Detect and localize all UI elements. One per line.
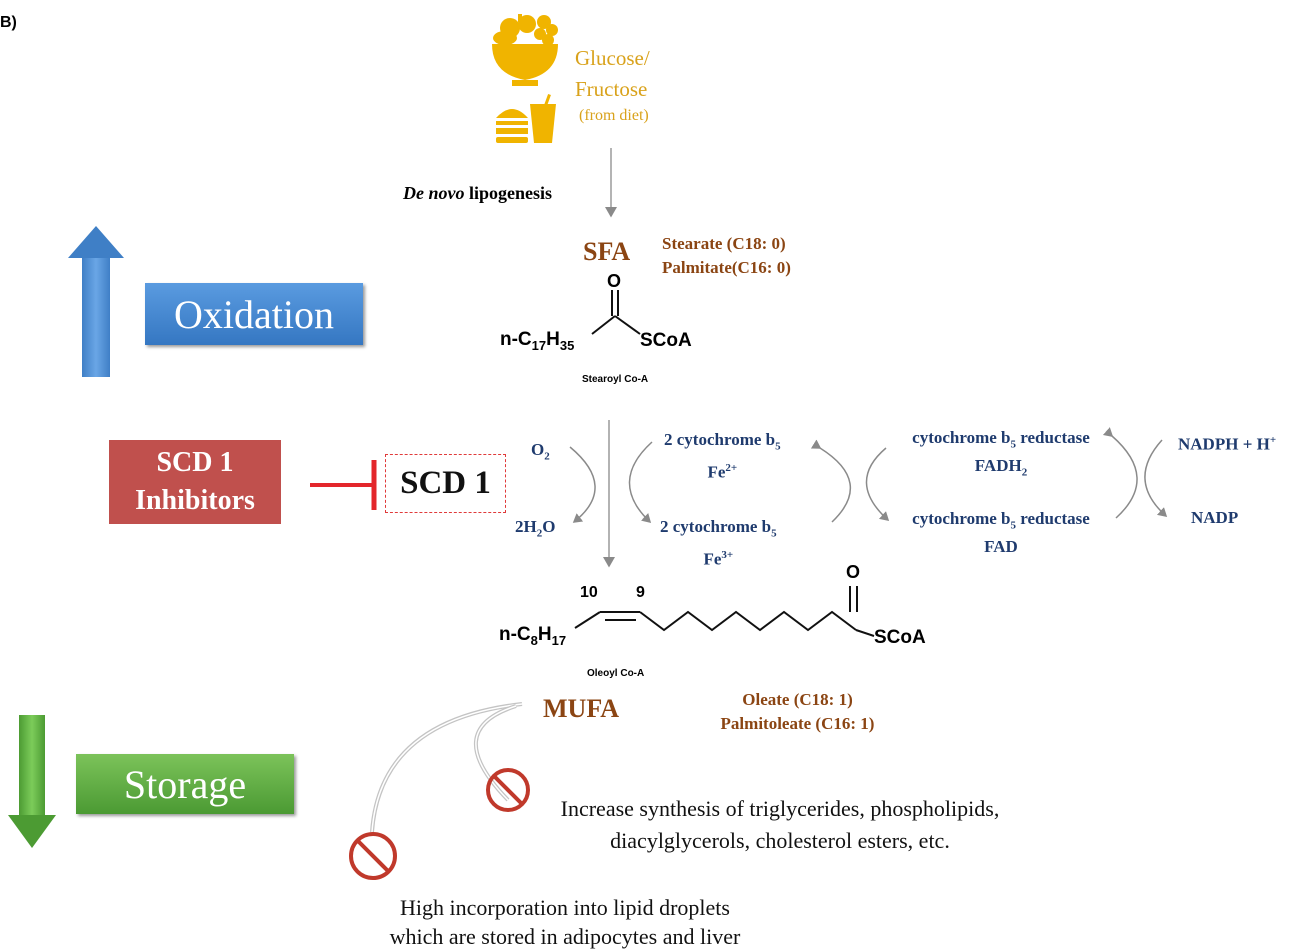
inhibitors-line1: SCD 1 — [156, 447, 234, 478]
stearoyl-scoa: SCoA — [640, 330, 692, 351]
outcome2-line2: which are stored in adipocytes and liver — [389, 924, 741, 949]
nadph-sup: + — [1269, 434, 1277, 446]
prohibited-icon — [349, 832, 397, 880]
fe2-text: Fe — [707, 463, 726, 483]
outcome-synthesis: Increase synthesis of triglycerides, pho… — [530, 793, 1030, 857]
o2-sub: 2 — [544, 450, 550, 463]
food-basket-icon — [492, 14, 558, 86]
sfa-example: Stearate (C18: 0) — [662, 234, 786, 253]
stearoyl-structure — [591, 290, 641, 335]
reductase-fad: cytochrome b5 reductase FAD — [889, 508, 1113, 558]
stearoyl-chain-sub2: 35 — [559, 337, 575, 353]
stearoyl-chain: n-C17H35 — [500, 329, 574, 353]
oleoyl-structure — [574, 586, 875, 637]
mufa-example: Palmitoleate (C16: 1) — [720, 714, 875, 733]
nadph-label: NADPH + H+ — [1178, 434, 1276, 455]
outcome1-line2: diacylglycerols, cholesterol esters, etc… — [610, 828, 950, 853]
h2o-sub: 2 — [536, 527, 543, 540]
nadph-text: NADPH + H — [1178, 434, 1270, 454]
red-bot-post: reductase — [1016, 509, 1090, 528]
fe3-sup: 3+ — [721, 549, 734, 562]
cyt-fe3-sub: 5 — [771, 527, 777, 540]
o2-text: O — [531, 440, 545, 459]
outcome-droplets: High incorporation into lipid droplets w… — [330, 893, 800, 951]
dnl-italic: De novo — [403, 183, 465, 203]
h2o-post: O — [542, 517, 556, 536]
h2o-pre: 2H — [515, 517, 537, 536]
dnl-rest: lipogenesis — [464, 183, 553, 203]
dnl-label: De novo lipogenesis — [403, 183, 552, 204]
cyt-fe2-text: 2 cytochrome b — [664, 430, 776, 449]
mufa-examples: Oleate (C18: 1) Palmitoleate (C16: 1) — [700, 688, 895, 736]
fad-text: FAD — [984, 537, 1018, 557]
stearoyl-chain-h: H — [546, 329, 560, 350]
red-bot-text: cytochrome b — [912, 509, 1011, 528]
oleoyl-chain-h: H — [537, 624, 552, 645]
diet-label: Glucose/ Fructose (from diet) — [575, 43, 650, 127]
fe2-sup: 2+ — [725, 462, 738, 475]
cyt-fe3-text: 2 cytochrome b — [660, 517, 772, 536]
storage-box: Storage — [76, 754, 294, 814]
oleoyl-scoa: SCoA — [874, 627, 926, 648]
red-top-text: cytochrome b — [912, 428, 1011, 447]
inhibition-symbol — [310, 460, 377, 510]
oleoyl-oxygen: O — [846, 562, 861, 582]
red-bot-sub: 5 — [1010, 519, 1017, 532]
prohibited-icon — [486, 768, 530, 812]
diet-line2: Fructose — [575, 77, 648, 101]
diet-line3: (from diet) — [579, 107, 649, 124]
nadp-label: NADP — [1191, 508, 1239, 527]
oleoyl-name: Oleoyl Co-A — [587, 668, 645, 679]
carbon-10-label: 10 — [580, 584, 598, 601]
sfa-label: SFA — [583, 237, 631, 266]
carbon-9-label: 9 — [636, 584, 645, 601]
storage-down-arrow — [8, 715, 56, 848]
oxidation-label: Oxidation — [174, 291, 334, 337]
oleoyl-chain: n-C8H17 — [499, 624, 566, 648]
mufa-example: Oleate (C18: 1) — [742, 690, 853, 709]
fadh2-text: FADH — [974, 456, 1022, 476]
oxidation-up-arrow — [68, 226, 124, 377]
h2o-label: 2H2O — [515, 517, 555, 539]
red-top-post: reductase — [1016, 428, 1090, 447]
stearoyl-name: Stearoyl Co-A — [582, 374, 649, 385]
sfa-examples: Stearate (C18: 0) Palmitate(C16: 0) — [662, 232, 791, 280]
sfa-example: Palmitate(C16: 0) — [662, 258, 791, 277]
scd1-label: SCD 1 — [400, 465, 491, 501]
diet-line1: Glucose/ — [575, 46, 650, 70]
cytochrome-fe3: 2 cytochrome b5 Fe3+ — [660, 516, 777, 571]
oleoyl-chain-sub1: 8 — [530, 632, 538, 648]
panel-label: B) — [0, 14, 17, 31]
fe3-text: Fe — [703, 550, 722, 570]
oleoyl-chain-c: n-C — [499, 624, 531, 645]
inhibitors-line2: Inhibitors — [135, 485, 255, 516]
cyt-fe2-sub: 5 — [775, 440, 781, 453]
red-top-sub: 5 — [1010, 438, 1017, 451]
stearoyl-chain-sub1: 17 — [531, 337, 547, 353]
mufa-label: MUFA — [543, 694, 620, 723]
burger-drink-icon — [496, 94, 556, 143]
o2-label: O2 — [531, 440, 550, 462]
outcome2-line1: High incorporation into lipid droplets — [400, 895, 730, 920]
scd1-inhibitors-box: SCD 1 Inhibitors — [109, 440, 281, 524]
storage-label: Storage — [123, 761, 247, 807]
oleoyl-chain-sub2: 17 — [551, 632, 567, 648]
stearoyl-chain-c: n-C — [500, 329, 532, 350]
stearoyl-oxygen: O — [607, 271, 622, 291]
fadh2-sub: 2 — [1021, 466, 1028, 479]
outcome1-line1: Increase synthesis of triglycerides, pho… — [560, 796, 1000, 821]
cytochrome-fe2: 2 cytochrome b5 Fe2+ — [664, 429, 781, 484]
scd1-enzyme-box: SCD 1 — [385, 454, 506, 513]
oxidation-box: Oxidation — [145, 283, 363, 345]
reductase-fadh2: cytochrome b5 reductase FADH2 — [889, 427, 1113, 484]
